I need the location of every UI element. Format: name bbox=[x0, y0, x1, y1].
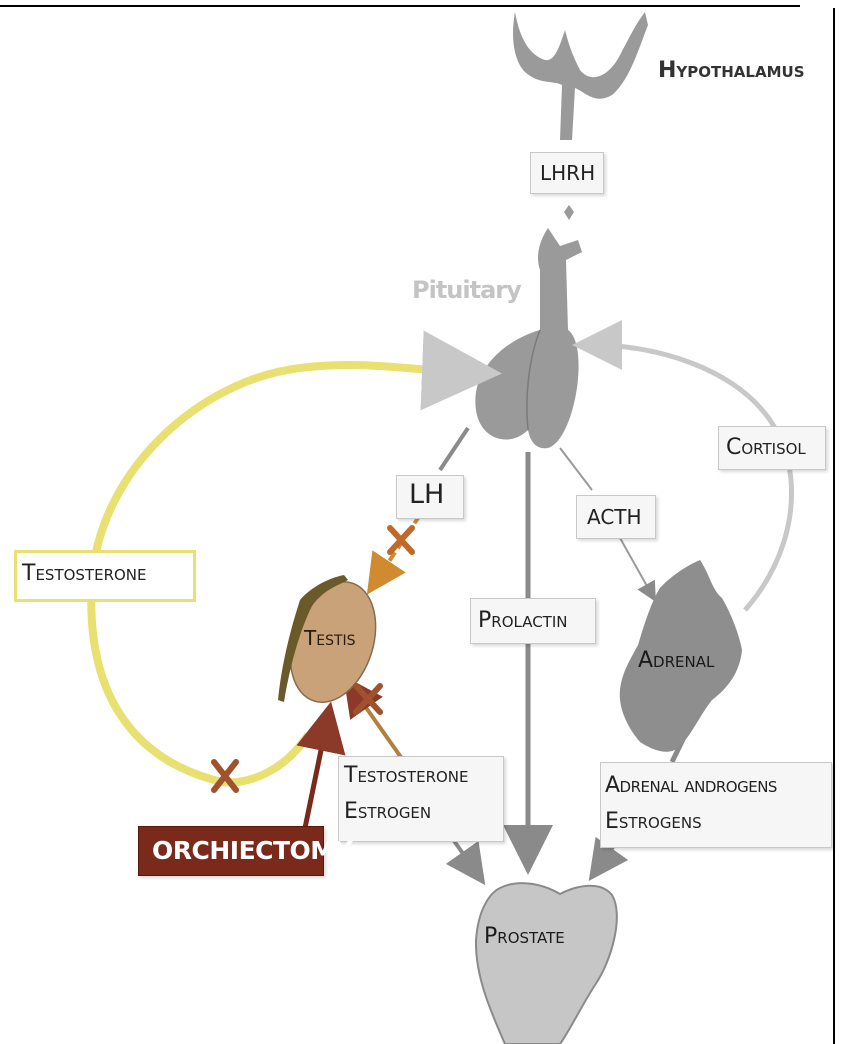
testis-output-line2: Estrogen bbox=[344, 799, 431, 824]
testosterone-feedback-label: Testosterone bbox=[22, 561, 147, 586]
hypothalamus-label: Hypothalamus bbox=[658, 58, 805, 83]
prostate-shape bbox=[476, 883, 617, 1044]
testis-output-line1: Testosterone bbox=[344, 763, 469, 788]
testis-output-to-prostate-arrow bbox=[452, 838, 476, 872]
lhrh-label: LHRH bbox=[540, 161, 595, 185]
acth-to-adrenal-arrow bbox=[620, 538, 652, 595]
testis-label: Testis bbox=[304, 626, 356, 650]
hypothalamus-shape bbox=[513, 12, 648, 140]
lhrh-connector bbox=[564, 205, 574, 220]
prolactin-label: Prolactin bbox=[478, 608, 567, 633]
adrenal-label: Adrenal bbox=[638, 648, 714, 673]
lh-block-x-icon bbox=[390, 528, 412, 552]
acth-label: ACTH bbox=[587, 505, 642, 529]
lh-label: LH bbox=[409, 479, 444, 510]
adrenal-output-line2: Estrogens bbox=[605, 809, 702, 834]
pituitary-to-lh-line bbox=[440, 428, 468, 470]
orchiectomy-label: Orchiectomy bbox=[152, 836, 352, 865]
pituitary-shape bbox=[475, 228, 582, 448]
cortisol-label: Cortisol bbox=[726, 435, 806, 460]
prostate-label: Prostate bbox=[484, 924, 565, 949]
adrenal-output-line1: Adrenal androgens bbox=[605, 773, 777, 798]
pituitary-label: Pituitary bbox=[412, 276, 521, 304]
pituitary-to-acth-line bbox=[560, 448, 592, 490]
testosterone-feedback-tail bbox=[222, 735, 308, 782]
